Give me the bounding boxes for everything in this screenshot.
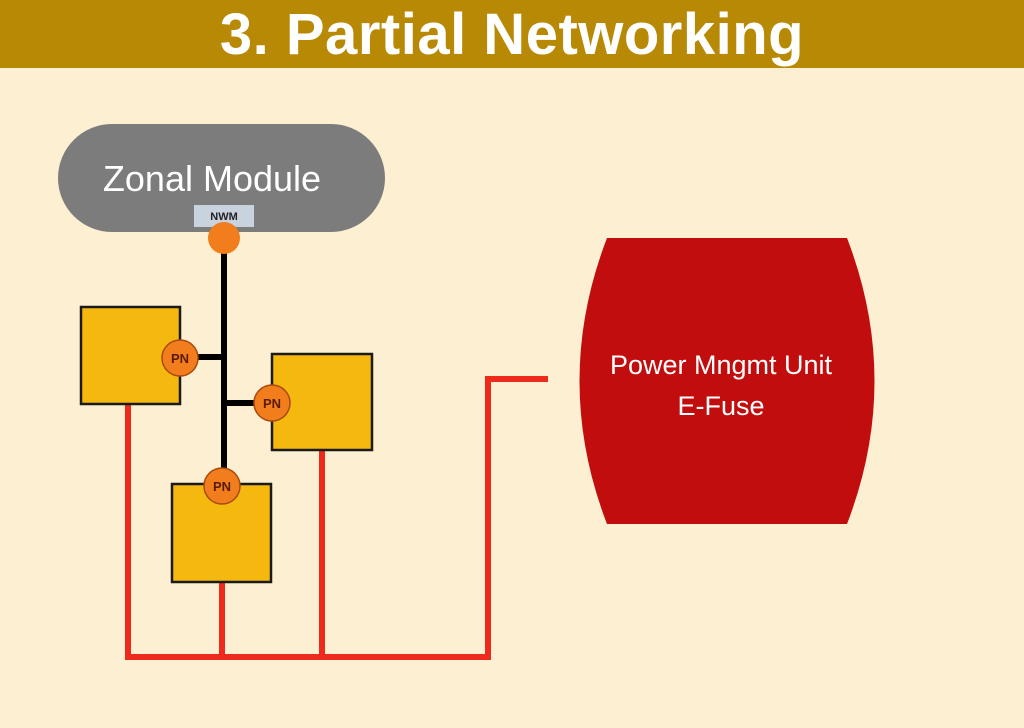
power-management-unit [579, 238, 875, 524]
pmu-label-line2: E-Fuse [677, 391, 764, 421]
pn-connector-bottom: PN [203, 467, 241, 505]
power-line-left-module [125, 399, 491, 660]
pn-connector-right: PN [253, 384, 291, 422]
pn-connector-left: PN [161, 339, 199, 377]
pmu-label-line1: Power Mngmt Unit [610, 350, 833, 380]
power-wiring [125, 376, 548, 660]
nwm-tag [194, 205, 254, 227]
pn-label-left: PN [171, 351, 189, 366]
zonal-module-label: Zonal Module [103, 158, 321, 199]
pn-circle-icon [253, 384, 291, 422]
pn-label-bottom: PN [213, 479, 231, 494]
pn-circle-icon [203, 467, 241, 505]
page-title: 3. Partial Networking [219, 2, 805, 67]
pn-circle-icon [161, 339, 199, 377]
zonal-module [58, 124, 385, 232]
pn-label-right: PN [263, 396, 281, 411]
nwm-label: NWM [210, 211, 238, 223]
nwm-connector-icon [208, 222, 240, 254]
title-bar [0, 0, 1024, 68]
power-line-to-pmu [485, 376, 548, 660]
